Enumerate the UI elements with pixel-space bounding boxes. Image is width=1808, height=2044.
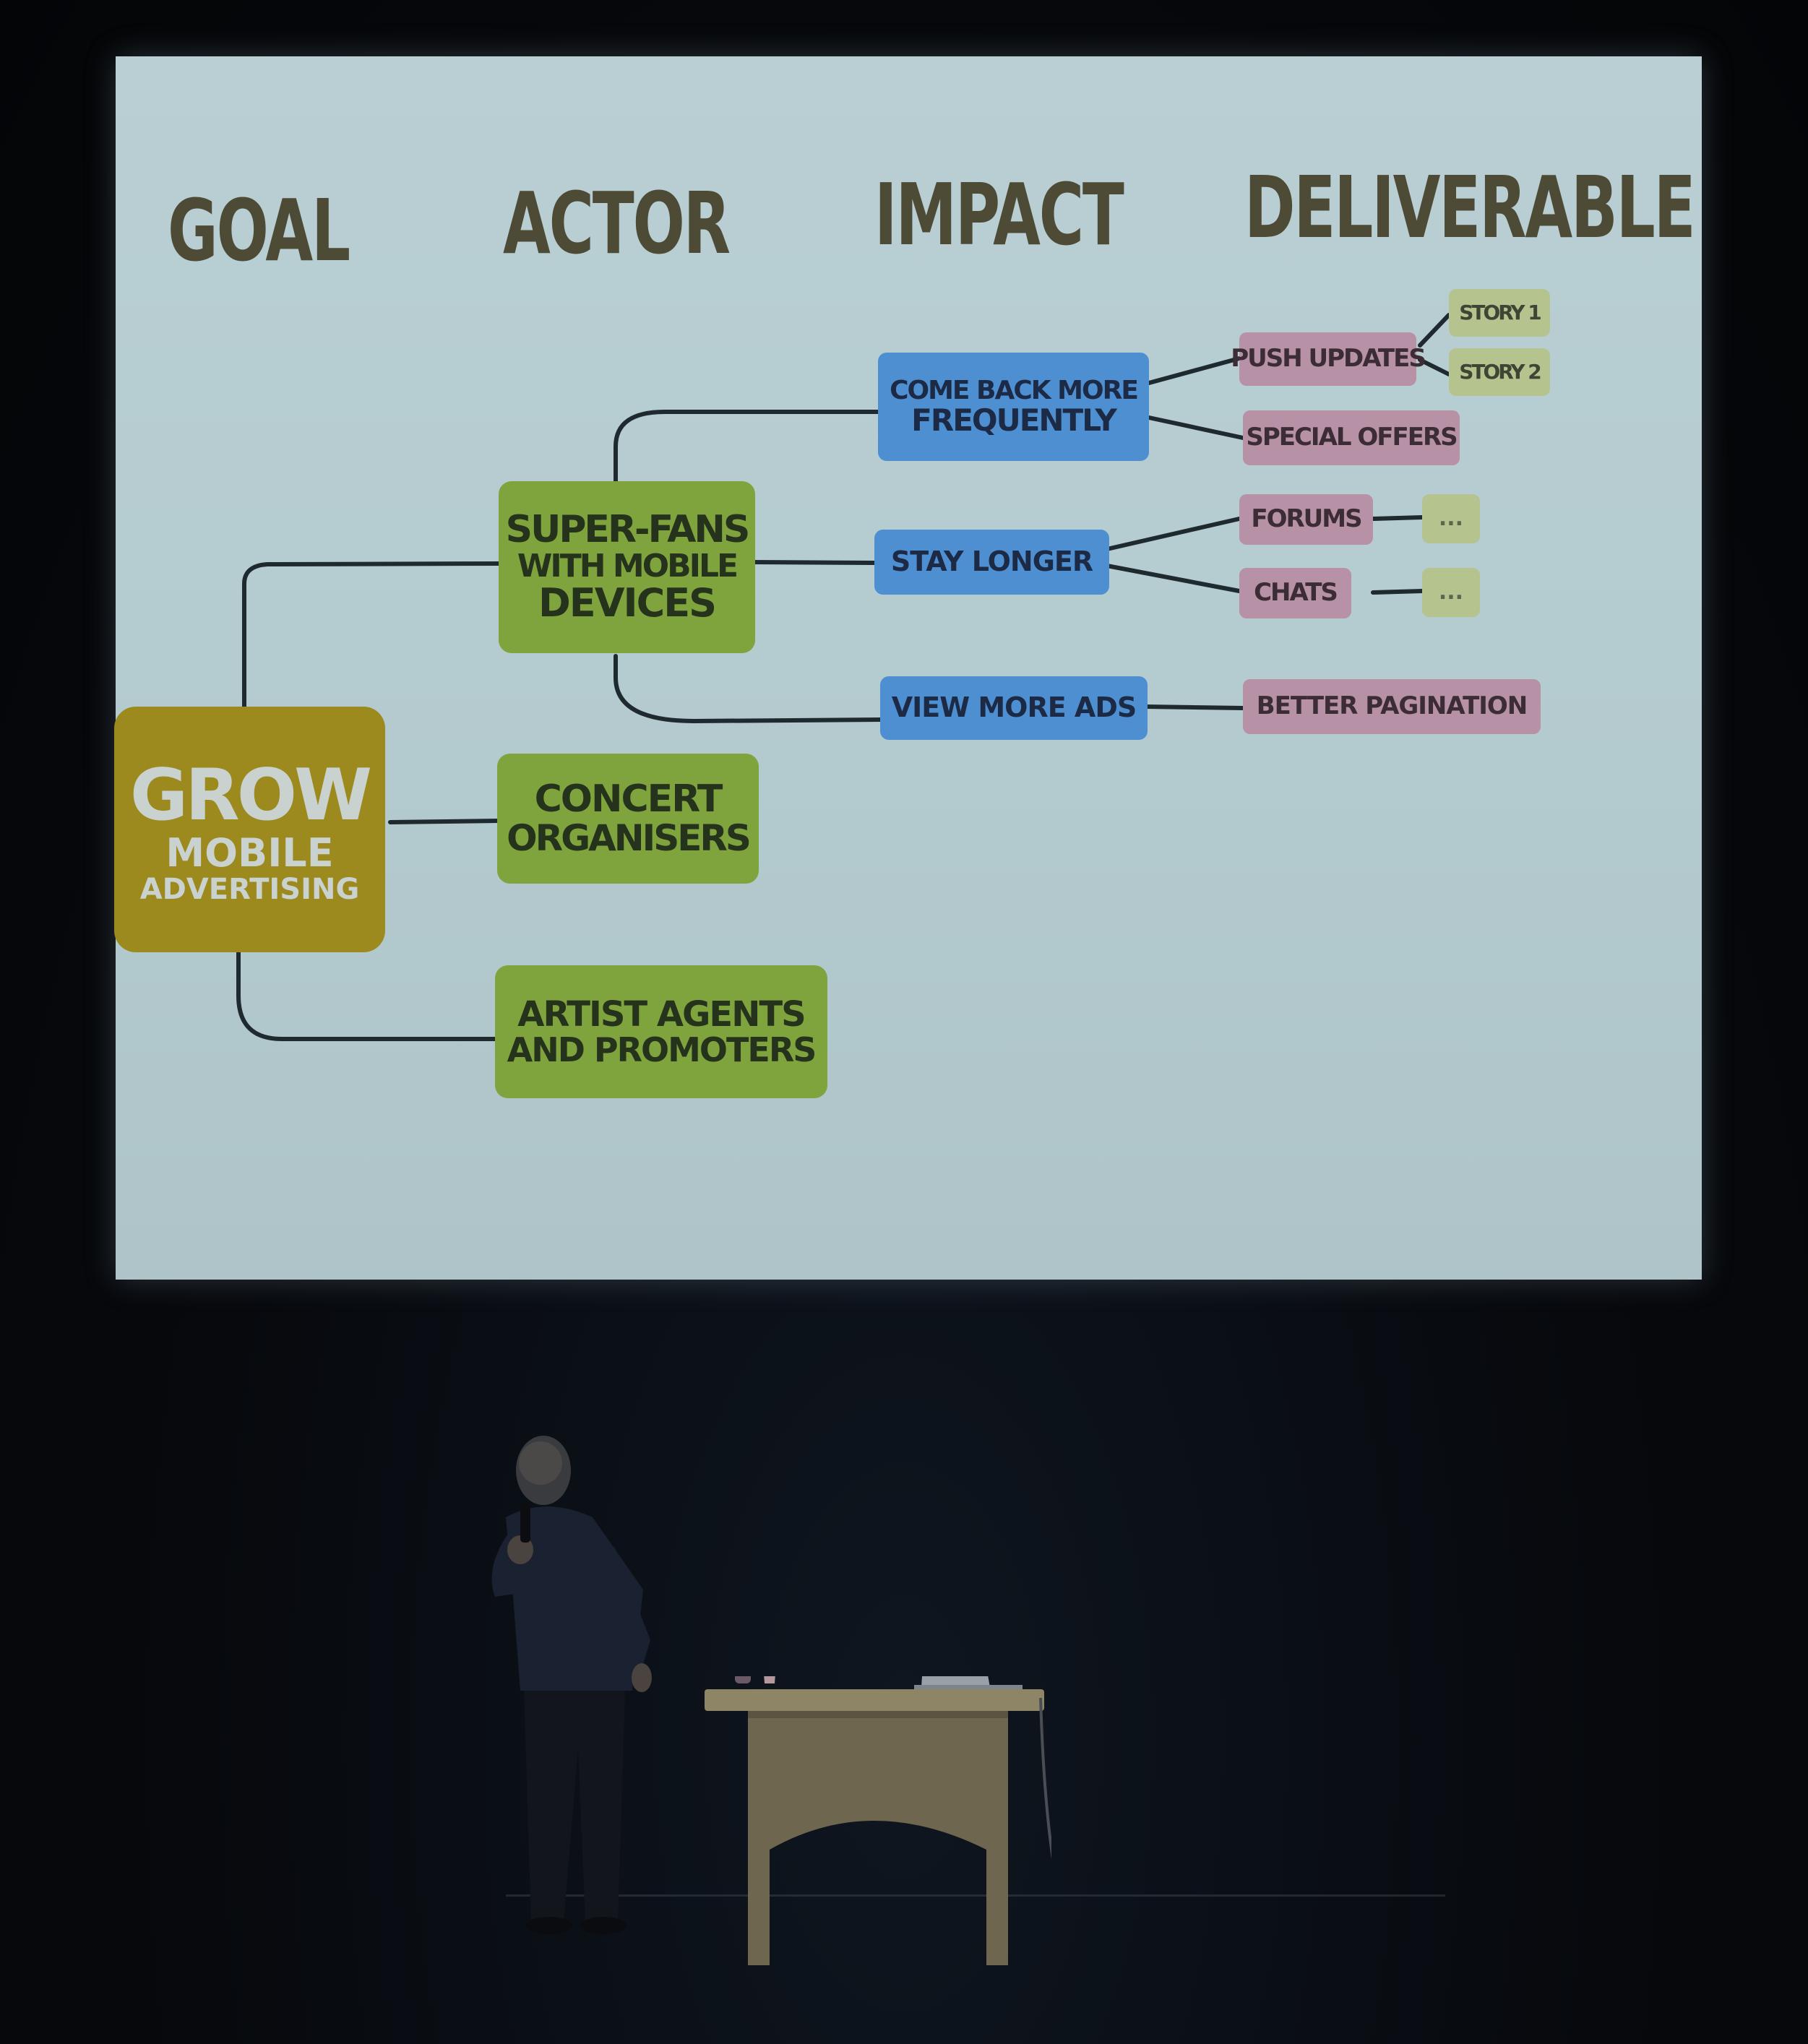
actor-concert-line2: ORGANISERS <box>507 817 752 860</box>
actor-superfans-line2: WITH MOBILE <box>517 547 739 585</box>
goal-line1: GROW <box>129 754 372 837</box>
deliverable-special-offers-label: SPECIAL OFFERS <box>1246 423 1458 452</box>
ellipsis-node-2-label: ... <box>1438 579 1464 605</box>
goal-line3: ADVERTISING <box>139 872 360 906</box>
goal-node: GROW MOBILE ADVERTISING <box>114 707 385 952</box>
link-superfans-viewads <box>614 654 882 724</box>
deliverable-forums: FORUMS <box>1239 494 1373 545</box>
link-goal-superfans <box>242 561 501 709</box>
ellipsis-node-1: ... <box>1422 494 1480 543</box>
goal-line2: MOBILE <box>165 830 334 876</box>
cup <box>764 1676 775 1683</box>
link-stay-forums <box>1105 517 1241 551</box>
deliverable-chats: CHATS <box>1239 568 1351 618</box>
water-bottle <box>735 1676 751 1683</box>
header-actor: ACTOR <box>503 173 731 273</box>
speaker-torso <box>506 1506 643 1691</box>
link-forums-ellipsis <box>1371 515 1424 521</box>
speaker-right-arm <box>607 1546 650 1676</box>
laptop-base <box>914 1685 1023 1691</box>
actor-superfans-line1: SUPER-FANS <box>505 508 751 552</box>
link-stay-chats <box>1105 564 1241 593</box>
table-front-panel <box>748 1711 1008 1965</box>
actor-concert-organisers: CONCERT ORGANISERS <box>497 754 759 884</box>
deliverable-better-pagination-label: BETTER PAGINATION <box>1256 691 1528 721</box>
power-cable <box>1039 1697 1051 1860</box>
story-2-label: STORY 2 <box>1459 360 1542 384</box>
actor-artist-line2: AND PROMOTERS <box>507 1030 817 1070</box>
actor-artist-agents: ARTIST AGENTS AND PROMOTERS <box>495 965 827 1098</box>
link-goal-concert <box>388 819 501 824</box>
link-superfans-stay <box>749 560 877 565</box>
header-impact: IMPACT <box>874 165 1124 264</box>
impact-come-back-line2: FREQUENTLY <box>911 402 1117 438</box>
deliverable-special-offers: SPECIAL OFFERS <box>1243 410 1460 465</box>
deliverable-push-updates: PUSH UPDATES <box>1231 332 1426 386</box>
header-deliverable: DELIVERABLE <box>1244 158 1696 257</box>
link-goal-artist <box>236 950 499 1041</box>
projection-screen: GOAL ACTOR IMPACT DELIVERABLE <box>114 56 1702 1280</box>
link-chats-ellipsis <box>1371 589 1424 595</box>
impact-view-more-ads-label: VIEW MORE ADS <box>891 691 1137 724</box>
deliverable-forums-label: FORUMS <box>1251 504 1362 534</box>
link-push-story1 <box>1418 313 1451 348</box>
actor-superfans-line3: DEVICES <box>538 580 717 626</box>
link-superfans-comeback <box>614 410 880 483</box>
stage-floor-edge <box>506 1894 1445 1897</box>
deliverable-better-pagination: BETTER PAGINATION <box>1243 679 1541 734</box>
table-top <box>705 1689 1044 1711</box>
ellipsis-node-1-label: ... <box>1438 506 1464 532</box>
connector-lines <box>236 313 1451 1041</box>
impact-stay-longer: STAY LONGER <box>874 530 1109 595</box>
speaker-figure <box>491 1436 652 1934</box>
story-1-label: STORY 1 <box>1459 301 1542 325</box>
story-1: STORY 1 <box>1449 289 1550 337</box>
actor-artist-line1: ARTIST AGENTS <box>517 993 806 1035</box>
link-push-story2 <box>1418 358 1451 376</box>
actor-superfans: SUPER-FANS WITH MOBILE DEVICES <box>499 481 755 653</box>
laptop-screen-back <box>921 1676 990 1687</box>
link-comeback-push <box>1147 356 1241 385</box>
link-comeback-special <box>1147 415 1245 440</box>
ellipsis-node-2: ... <box>1422 568 1480 617</box>
link-viewads-pagination <box>1143 704 1245 710</box>
impact-come-back: COME BACK MORE FREQUENTLY <box>878 353 1149 461</box>
lectern-table <box>705 1676 1051 1965</box>
actor-concert-line1: CONCERT <box>534 777 723 822</box>
microphone <box>520 1503 530 1543</box>
impact-come-back-line1: COME BACK MORE <box>890 376 1139 406</box>
deliverable-push-updates-label: PUSH UPDATES <box>1231 344 1426 374</box>
story-2: STORY 2 <box>1449 348 1550 396</box>
header-goal: GOAL <box>168 181 350 280</box>
impact-view-more-ads: VIEW MORE ADS <box>880 676 1148 740</box>
impact-stay-longer-label: STAY LONGER <box>890 546 1093 578</box>
deliverable-chats-label: CHATS <box>1254 578 1338 608</box>
speaker-legs <box>524 1691 625 1922</box>
